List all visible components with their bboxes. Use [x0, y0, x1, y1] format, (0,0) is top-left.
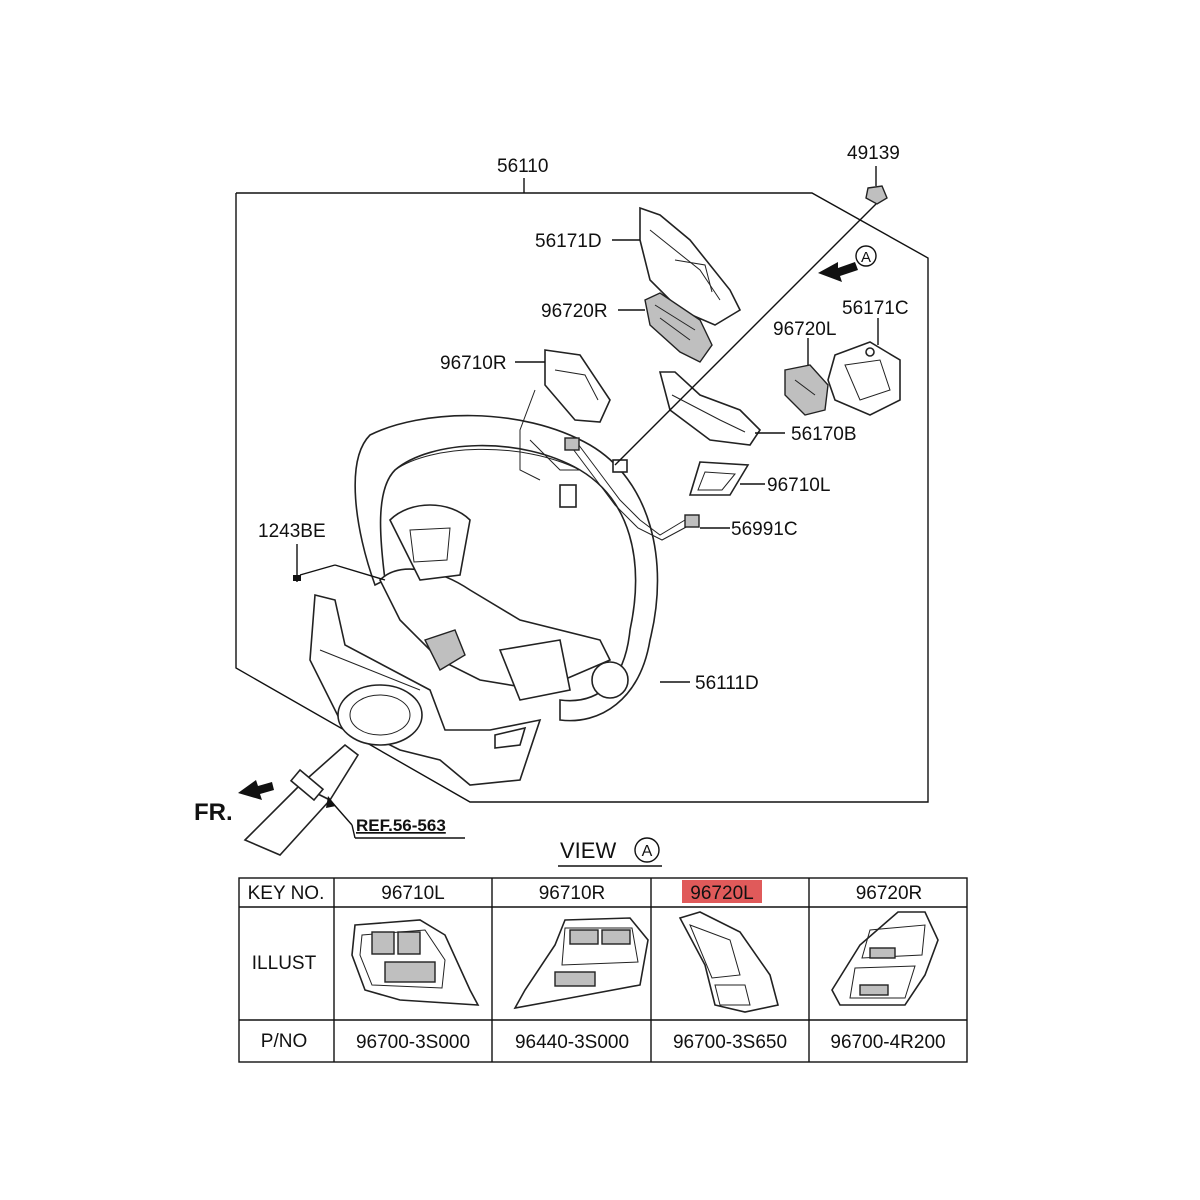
pno-96710R: 96440-3S000	[515, 1032, 629, 1053]
label-56171C: 56171C	[842, 298, 909, 319]
label-49139: 49139	[847, 143, 900, 164]
key-highlight	[682, 880, 762, 903]
steering-wheel-hub	[379, 504, 629, 701]
key-no-96720R: 96720R	[856, 883, 923, 904]
label-56171D: 56171D	[535, 231, 602, 252]
label-56991C: 56991C	[731, 519, 798, 540]
front-arrow-icon	[238, 780, 274, 800]
harness-56991C	[559, 437, 700, 541]
switch-96710L	[688, 461, 750, 496]
cover-56170B	[658, 371, 762, 446]
nut-49139	[614, 166, 888, 466]
view-arrow-icon	[818, 245, 877, 282]
view-circle-letter: A	[642, 843, 653, 860]
label-1243BE: 1243BE	[258, 521, 326, 542]
view-title: VIEW	[560, 838, 616, 863]
lower-cover	[309, 593, 542, 786]
key-no-96710R: 96710R	[539, 883, 606, 904]
label-96710L: 96710L	[767, 475, 830, 496]
cover-56171C	[827, 341, 901, 416]
parts-table: KEY NO. ILLUST P/NO 96710L 96710R 96720L…	[238, 877, 968, 1063]
switch-96710R	[519, 349, 611, 481]
label-ref: REF.56-563	[356, 816, 446, 835]
illust-96720L	[678, 911, 779, 1013]
label-96720R: 96720R	[541, 301, 608, 322]
row-header-illust: ILLUST	[252, 953, 317, 974]
steering-column	[243, 743, 465, 856]
screw-1243BE	[293, 544, 386, 582]
pno-96720R: 96700-4R200	[830, 1032, 945, 1053]
illust-96720R	[831, 911, 939, 1006]
illust-96710R	[513, 917, 649, 1010]
assembly-boundary	[235, 192, 929, 803]
illust-96710L	[351, 919, 480, 1006]
row-header-key-no: KEY NO.	[248, 883, 325, 904]
row-header-pno: P/NO	[261, 1031, 307, 1052]
label-fr: FR.	[194, 799, 233, 826]
arrow-circle-letter: A	[861, 249, 871, 266]
label-96720L: 96720L	[773, 319, 836, 340]
key-no-96720L: 96720L	[690, 883, 753, 904]
switch-96720L	[784, 364, 829, 416]
label-56110: 56110	[497, 156, 548, 177]
label-56170B: 56170B	[791, 424, 857, 445]
pno-96720L: 96700-3S650	[673, 1032, 787, 1053]
view-circle	[634, 837, 660, 863]
cover-56171D	[639, 206, 742, 326]
key-no-96710L: 96710L	[381, 883, 444, 904]
pno-96710L: 96700-3S000	[356, 1032, 470, 1053]
label-56111D: 56111D	[695, 673, 759, 694]
label-96710R: 96710R	[440, 353, 507, 374]
switch-96720R	[644, 292, 713, 363]
